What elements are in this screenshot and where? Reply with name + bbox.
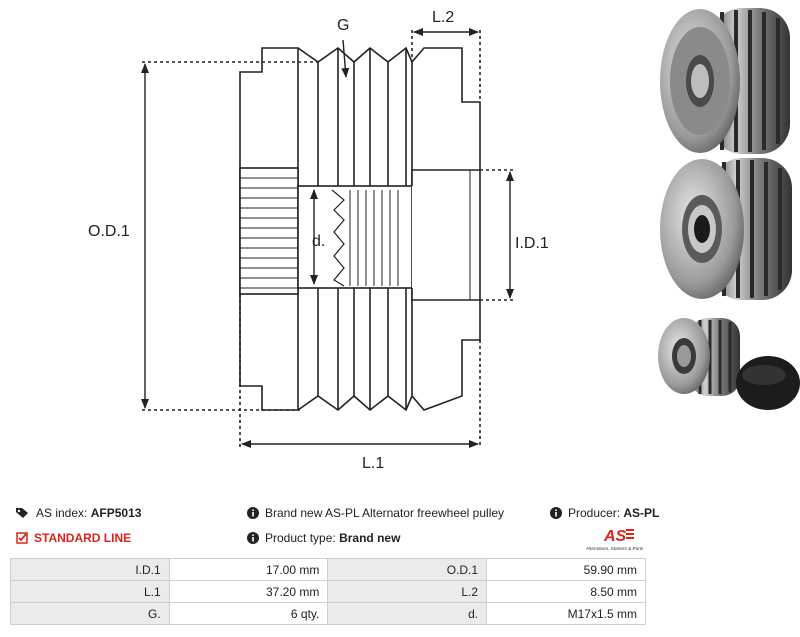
label-l1: L.1 — [362, 455, 384, 472]
info-icon — [247, 532, 259, 544]
product-type: Product type: Brand new — [247, 531, 400, 545]
pulley-photo-front — [660, 8, 790, 154]
spec-label: G. — [10, 602, 170, 625]
label-d: d. — [312, 233, 325, 250]
spec-label: L.1 — [10, 580, 170, 603]
tags-icon — [16, 508, 28, 518]
spec-label: I.D.1 — [10, 558, 170, 581]
table-row: G.6 qty.d.M17x1.5 mm — [10, 602, 646, 625]
spec-value: 37.20 mm — [168, 580, 329, 603]
producer: Producer: AS-PL — [550, 506, 659, 520]
description: Brand new AS-PL Alternator freewheel pul… — [247, 506, 504, 520]
as-index: AS index: AFP5013 — [16, 506, 141, 520]
info-icon — [247, 507, 259, 519]
standard-line: STANDARD LINE — [16, 531, 131, 545]
product-info: AS index: AFP5013 STANDARD LINE Brand ne… — [0, 498, 800, 558]
svg-text:AS: AS — [603, 528, 627, 545]
label-od1: O.D.1 — [88, 223, 130, 240]
pulley-photo-with-cap — [658, 318, 800, 410]
spec-value: 59.90 mm — [486, 558, 646, 581]
product-photos — [658, 8, 800, 410]
label-id1: I.D.1 — [515, 235, 549, 252]
spec-label: O.D.1 — [327, 558, 488, 581]
info-icon — [550, 507, 562, 519]
spec-label: L.2 — [327, 580, 488, 603]
spec-value: M17x1.5 mm — [486, 602, 646, 625]
spec-value: 17.00 mm — [168, 558, 329, 581]
as-pl-logo: AS Alternators, Starters & Parts — [586, 528, 644, 551]
label-g: G — [337, 17, 349, 34]
checkbox-icon — [16, 532, 28, 544]
spec-value: 6 qty. — [168, 602, 329, 625]
pulley-photo-back — [660, 158, 792, 300]
technical-drawing: G L.2 O.D.1 I.D.1 d. L.1 — [88, 9, 549, 472]
label-l2: L.2 — [432, 9, 454, 26]
svg-text:Alternators, Starters & Parts: Alternators, Starters & Parts — [586, 546, 644, 551]
spec-value: 8.50 mm — [486, 580, 646, 603]
g-pointer — [341, 39, 350, 78]
spec-label: d. — [327, 602, 488, 625]
